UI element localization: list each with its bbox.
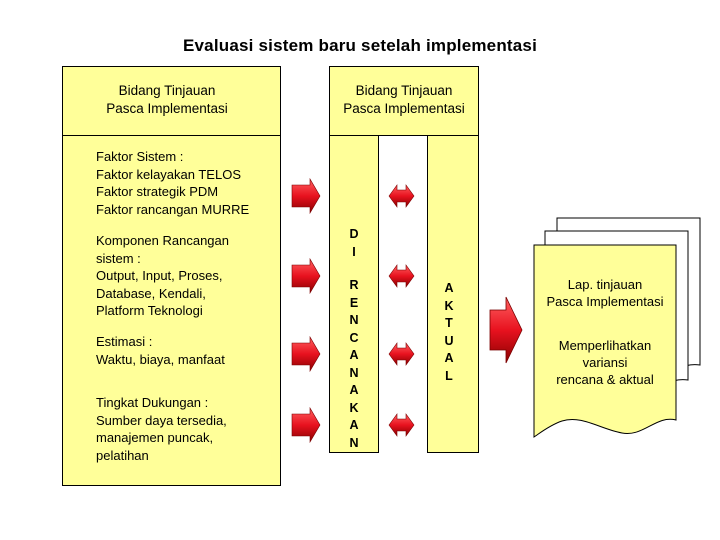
section-line: Waktu, biaya, manfaat (96, 351, 225, 367)
letter: A (349, 348, 359, 362)
left-panel-header-box (62, 66, 281, 136)
letter: D (349, 227, 359, 241)
letter: N (349, 365, 359, 380)
diagram-title: Evaluasi sistem baru setelah implementas… (182, 36, 538, 55)
section-faktor-sistem: Faktor Sistem : Faktor kelayakan TELOS F… (96, 148, 249, 218)
section-tingkat-dukungan: Tingkat Dukungan : Sumber daya tersedia,… (96, 394, 227, 464)
section-line: Faktor Sistem : (96, 149, 184, 164)
left-header-line2: Pasca Implementasi (106, 101, 228, 116)
section-line: Platform Teknologi (96, 303, 203, 318)
section-line: Tingkat Dukungan : (96, 395, 209, 410)
right-arrow-3 (291, 335, 321, 373)
section-line: Faktor kelayakan TELOS (96, 166, 241, 182)
letter: A (349, 383, 359, 397)
section-line: Output, Input, Proses, (96, 268, 223, 283)
column-aktual (427, 135, 479, 453)
left-panel (62, 66, 281, 486)
report-document-stack (533, 217, 701, 438)
section-line: Database, Kendali, (96, 285, 206, 301)
letter: A (444, 281, 454, 295)
double-arrow-2 (388, 264, 415, 288)
letter: N (349, 435, 359, 450)
letter: L (445, 368, 453, 383)
double-arrow-1 (388, 184, 415, 208)
section-line: Estimasi : (96, 334, 153, 349)
double-arrow-3 (388, 342, 415, 366)
report-title-line2: Pasca Implementasi (546, 294, 664, 309)
report-body-line1: Memperlihatkan (558, 338, 652, 353)
right-arrow-4 (291, 406, 321, 444)
right-arrow-2 (291, 257, 321, 295)
letter: E (349, 295, 359, 310)
section-line: sistem : (96, 250, 141, 266)
report-title-line1: Lap. tinjauan (567, 277, 643, 292)
section-line: Faktor rancangan MURRE (96, 201, 250, 217)
column-rencana-letters: R E N C A N A K A N (329, 277, 379, 452)
section-line: Sumber daya tersedia, (96, 412, 227, 428)
report-body-line2: variansi (582, 355, 628, 370)
right-header-line1: Bidang Tinjauan (355, 83, 453, 98)
report-body-line3: rencana & aktual (556, 372, 654, 387)
letter: A (444, 351, 454, 365)
section-line: pelatihan (96, 447, 149, 463)
letter: R (349, 278, 359, 292)
right-panel-header-box (329, 66, 479, 136)
left-header-line1: Bidang Tinjauan (118, 83, 216, 98)
right-arrow-1 (291, 177, 321, 215)
section-line: Komponen Rancangan (96, 233, 229, 248)
column-aktual-letters: A K T U A L (427, 280, 471, 385)
letter: A (349, 418, 359, 432)
report-body: Memperlihatkan variansi rencana & aktual (534, 337, 676, 388)
right-panel-header: Bidang Tinjauan Pasca Implementasi (329, 82, 479, 118)
letter: U (444, 333, 454, 348)
letter: I (352, 244, 356, 259)
letter: C (349, 330, 359, 345)
section-line: Faktor strategik PDM (96, 184, 219, 199)
large-arrow-to-report (489, 296, 523, 364)
report-title: Lap. tinjauan Pasca Implementasi (534, 276, 676, 310)
section-estimasi: Estimasi : Waktu, biaya, manfaat (96, 333, 225, 368)
letter: K (349, 400, 359, 415)
left-panel-header: Bidang Tinjauan Pasca Implementasi (62, 82, 272, 118)
right-header-line2: Pasca Implementasi (343, 101, 465, 116)
section-line: manajemen puncak, (96, 430, 214, 445)
double-arrow-4 (388, 413, 415, 437)
letter: T (445, 316, 453, 330)
letter: N (349, 313, 359, 327)
column-rencana-top-letters: D I (329, 226, 379, 261)
column-rencana (329, 135, 379, 453)
section-komponen-rancangan: Komponen Rancangan sistem : Output, Inpu… (96, 232, 229, 320)
letter: K (444, 298, 454, 313)
